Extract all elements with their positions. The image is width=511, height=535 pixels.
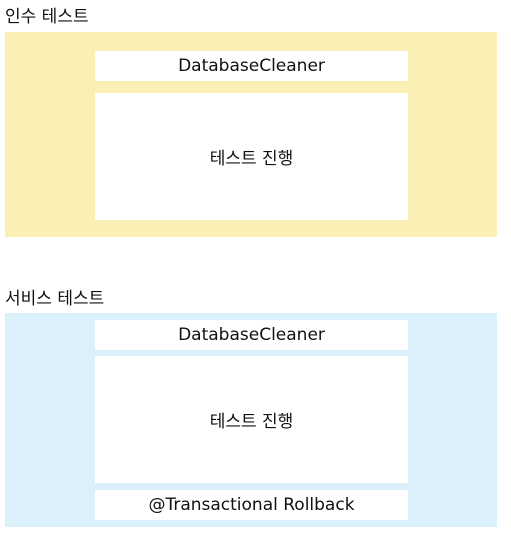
acceptance-test-panel: DatabaseCleaner 테스트 진행 [5, 32, 497, 237]
service-test-panel: DatabaseCleaner 테스트 진행 @Transactional Ro… [5, 313, 497, 527]
service-test-title: 서비스 테스트 [5, 289, 105, 309]
acceptance-test-run-box: 테스트 진행 [95, 93, 408, 220]
service-database-cleaner-box: DatabaseCleaner [95, 320, 408, 350]
acceptance-test-title: 인수 테스트 [5, 7, 89, 27]
transactional-rollback-box: @Transactional Rollback [95, 490, 408, 520]
service-test-run-box: 테스트 진행 [95, 356, 408, 483]
acceptance-database-cleaner-box: DatabaseCleaner [95, 51, 408, 81]
